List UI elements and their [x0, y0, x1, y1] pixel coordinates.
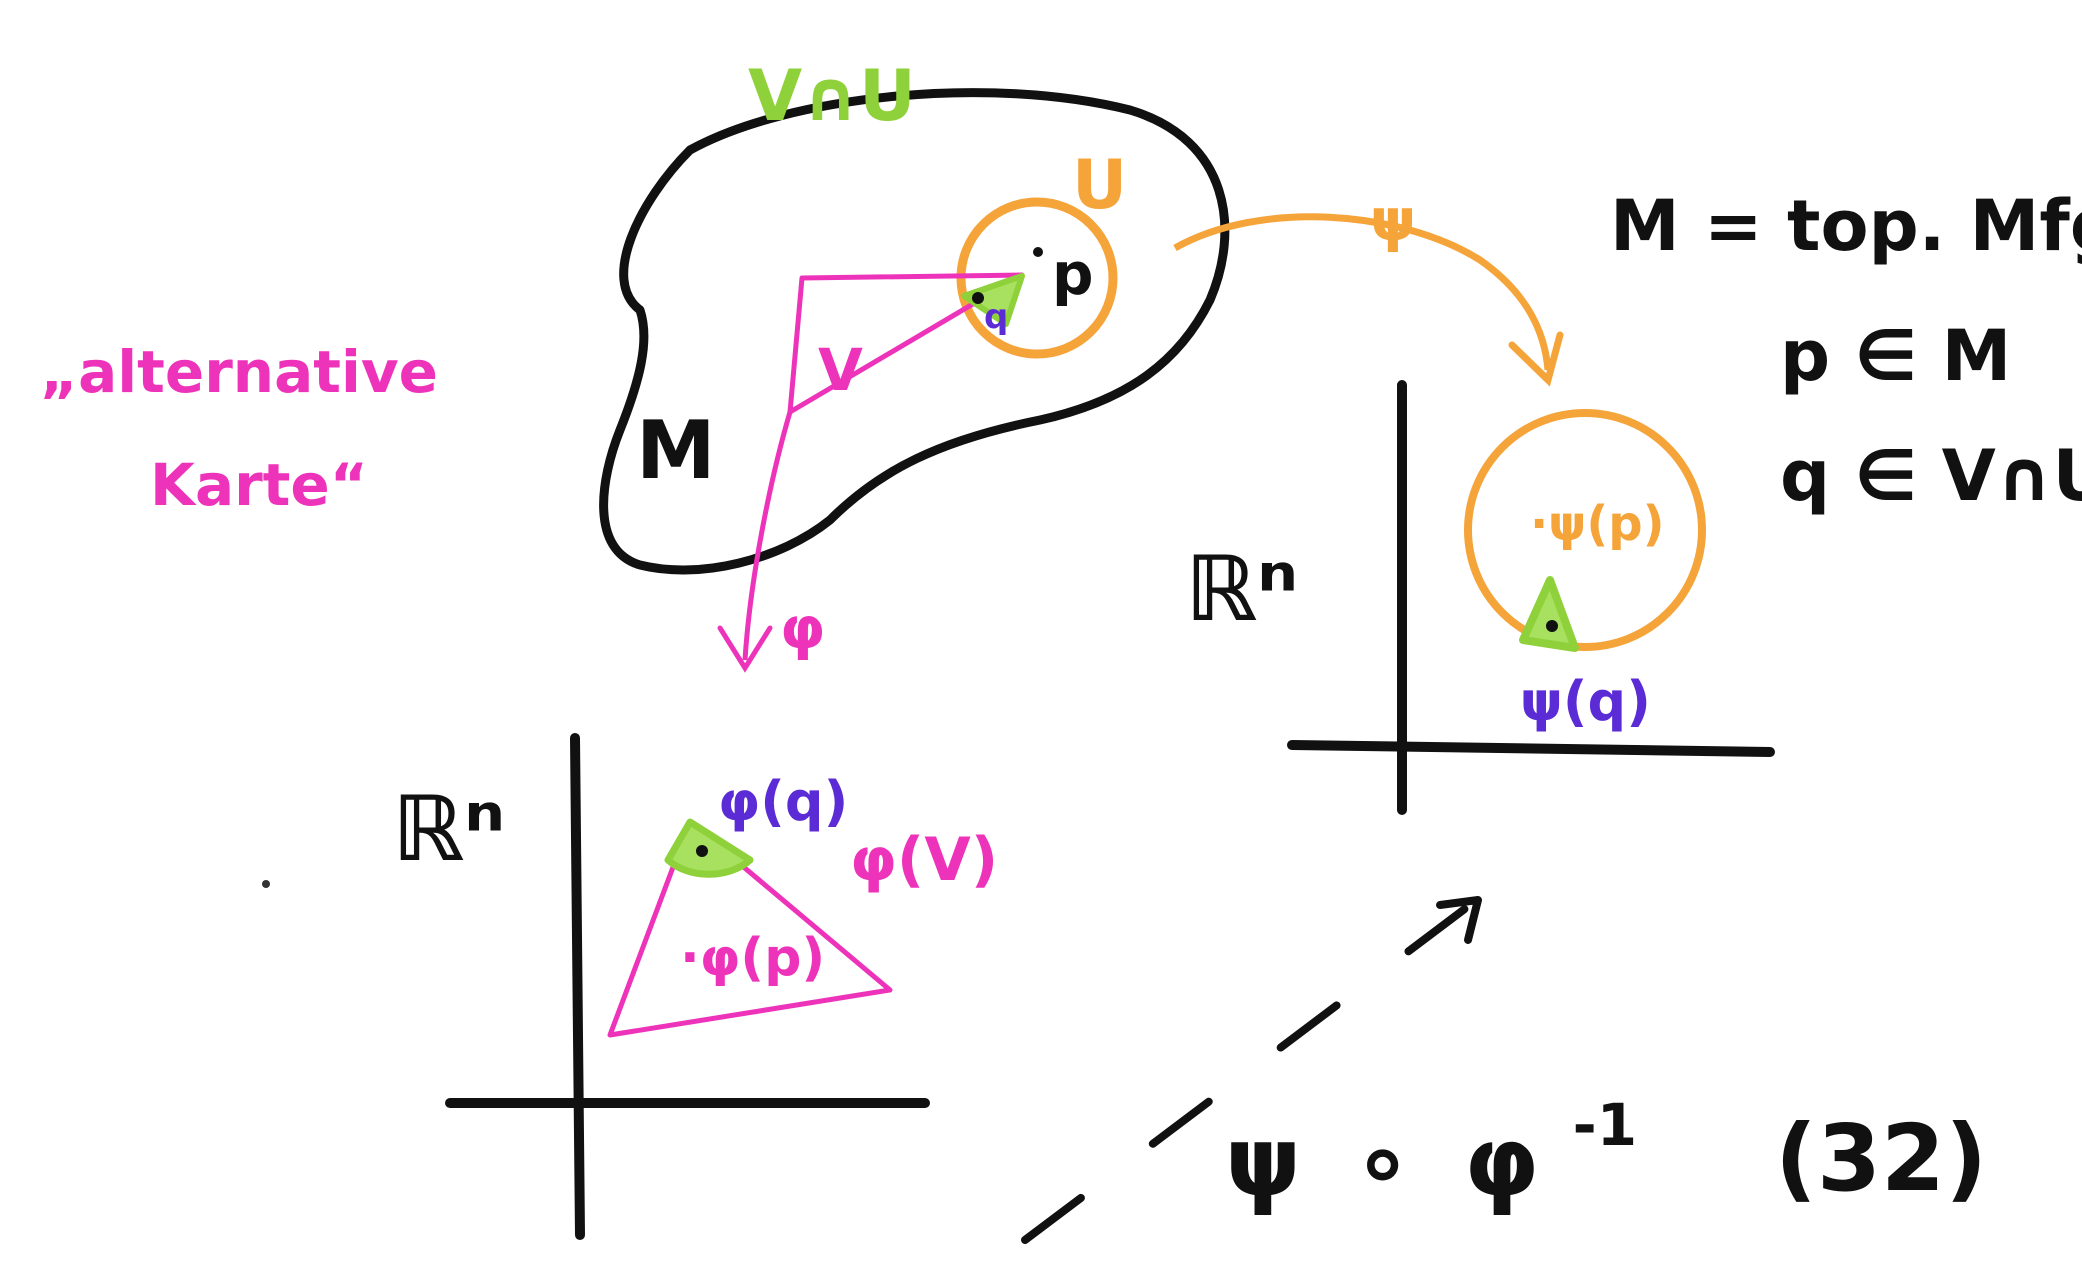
equation-number: (32) — [1775, 1105, 1987, 1212]
label-psi-q: ψ(q) — [1520, 670, 1651, 733]
psi-image-vnu — [1519, 576, 1579, 652]
label-rn-left: ℝⁿ — [392, 777, 505, 882]
point-q-label: q — [984, 297, 1008, 337]
label-m: M — [636, 404, 716, 497]
label-rn-right: ℝⁿ — [1185, 537, 1298, 642]
note-line3: q ∈ V∩U — [1780, 435, 2082, 517]
right-axis-horizontal — [1287, 740, 1775, 757]
label-phi-q: φ(q) — [718, 770, 848, 833]
transition-exp: -1 — [1573, 1091, 1637, 1159]
label-phi-p: ·φ(p) — [680, 928, 825, 988]
phi-image-vnu — [664, 818, 754, 878]
label-v: V — [818, 336, 863, 404]
label-vnu-top: V∩U — [748, 55, 916, 137]
arrow-phi-head — [717, 625, 773, 673]
label-psi-p: ·ψ(p) — [1530, 496, 1665, 552]
label-u: U — [1072, 146, 1127, 225]
label-psi: ψ — [1370, 186, 1416, 254]
arrow-phi — [742, 411, 793, 661]
alt-chart-line1: „alternative — [40, 338, 438, 406]
transition-phi: φ — [1464, 1106, 1539, 1218]
chart-domain-v — [787, 272, 1025, 415]
point-q-dot — [972, 292, 984, 304]
transition-circ: ∘ — [1353, 1106, 1413, 1218]
alt-chart-line2: Karte“ — [150, 451, 368, 519]
manifold-outline — [599, 88, 1230, 575]
note-line2: p ∈ M — [1780, 315, 2011, 397]
stray-dot — [262, 880, 270, 888]
note-line1: M = top. Mfg — [1610, 185, 2082, 267]
point-p-dot — [1033, 247, 1043, 257]
label-phi: φ — [780, 594, 825, 662]
phi-q-dot — [696, 845, 708, 857]
transition-arrow-head — [1436, 896, 1482, 944]
point-p-label: p — [1052, 240, 1094, 308]
left-axis-vertical — [570, 733, 585, 1240]
arrow-psi — [1173, 213, 1552, 371]
transition-psi: ψ — [1225, 1106, 1301, 1218]
label-phi-v: φ(V) — [850, 825, 998, 895]
arrow-psi-head — [1508, 331, 1564, 387]
psi-q-dot — [1546, 620, 1558, 632]
intersection-vnu — [961, 273, 1025, 327]
transition-label: ψ ∘ φ -1 — [1225, 1091, 1637, 1218]
phi-image-v — [607, 819, 893, 1038]
psi-image-circle — [1464, 409, 1706, 651]
